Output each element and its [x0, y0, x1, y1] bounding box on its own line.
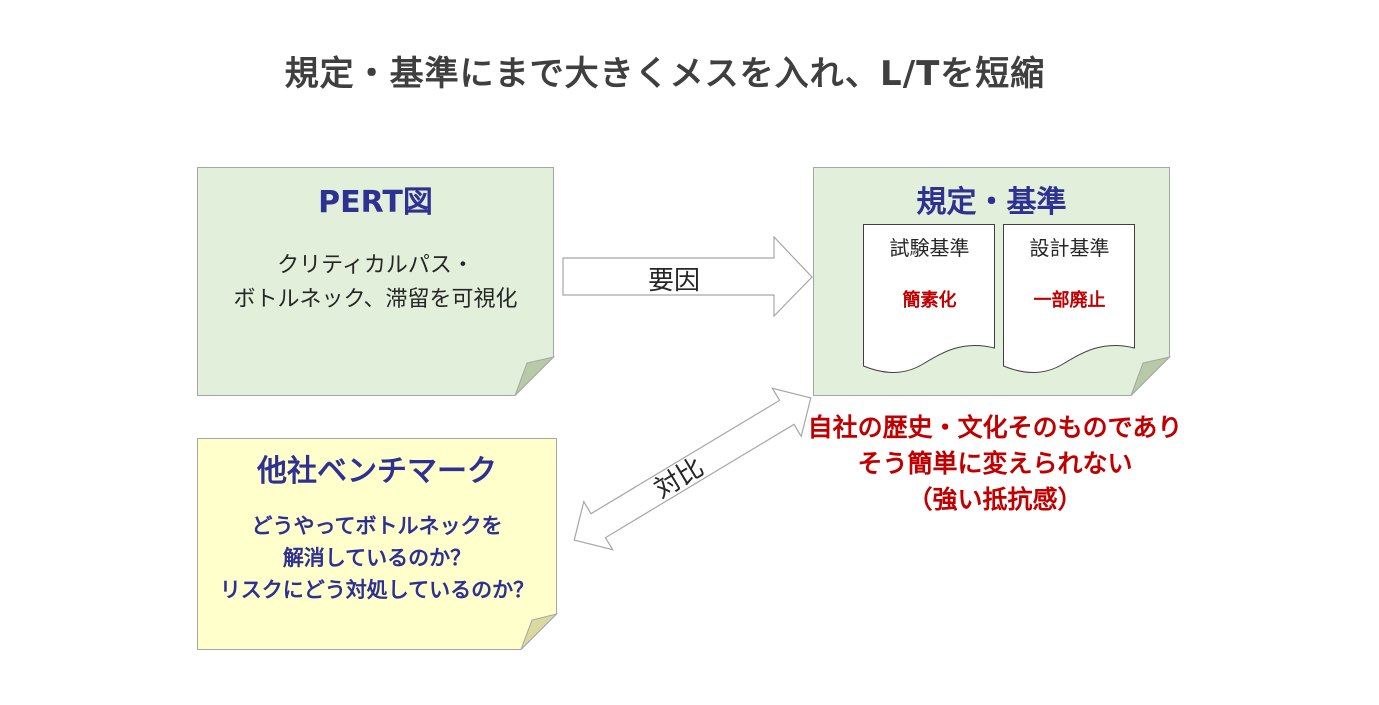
- pert-line-2: ボトルネック、滞留を可視化: [233, 287, 518, 312]
- benchmark-heading: 他社ベンチマーク: [257, 454, 497, 489]
- design-standard-action: 一部廃止: [1033, 290, 1106, 311]
- comparison-arrow: [573, 387, 812, 551]
- pert-note-shape: [197, 167, 556, 396]
- rules-heading: 規定・基準: [916, 185, 1067, 220]
- design-standard-title: 設計基準: [1029, 236, 1110, 260]
- benchmark-note-shape: [197, 438, 559, 650]
- resistance-line-2: そう簡単に変えられない: [857, 449, 1133, 478]
- benchmark-line-3: リスクにどう対処しているのか？: [219, 578, 535, 602]
- page-title: 規定・基準にまで大きくメスを入れ、L/Tを短縮: [284, 54, 1046, 94]
- cause-arrow: [562, 236, 813, 318]
- pert-note: PERT図 クリティカルパス・ ボトルネック、滞留を可視化: [197, 167, 556, 396]
- test-standard-title: 試験基準: [889, 236, 970, 260]
- resistance-line-3: （強い抵抗感）: [907, 485, 1083, 514]
- resistance-line-1: 自社の歴史・文化そのものであり: [807, 413, 1183, 442]
- pert-heading: PERT図: [318, 185, 433, 220]
- pert-line-1: クリティカルパス・: [277, 253, 474, 278]
- cause-arrow-label: 要因: [648, 266, 701, 296]
- design-standard-doc: 設計基準 一部廃止: [1003, 224, 1136, 376]
- document-icon: [1003, 224, 1135, 373]
- benchmark-line-1: どうやってボトルネックを: [251, 514, 503, 538]
- test-standard-doc: 試験基準 簡素化: [863, 224, 996, 376]
- resistance-note: 自社の歴史・文化そのものであり そう簡単に変えられない （強い抵抗感）: [785, 410, 1205, 518]
- benchmark-line-2: 解消しているのか？: [282, 546, 472, 570]
- test-standard-action: 簡素化: [902, 290, 957, 311]
- benchmark-note: 他社ベンチマーク どうやってボトルネックを 解消しているのか？ リスクにどう対処…: [197, 438, 559, 650]
- document-icon: [863, 224, 995, 373]
